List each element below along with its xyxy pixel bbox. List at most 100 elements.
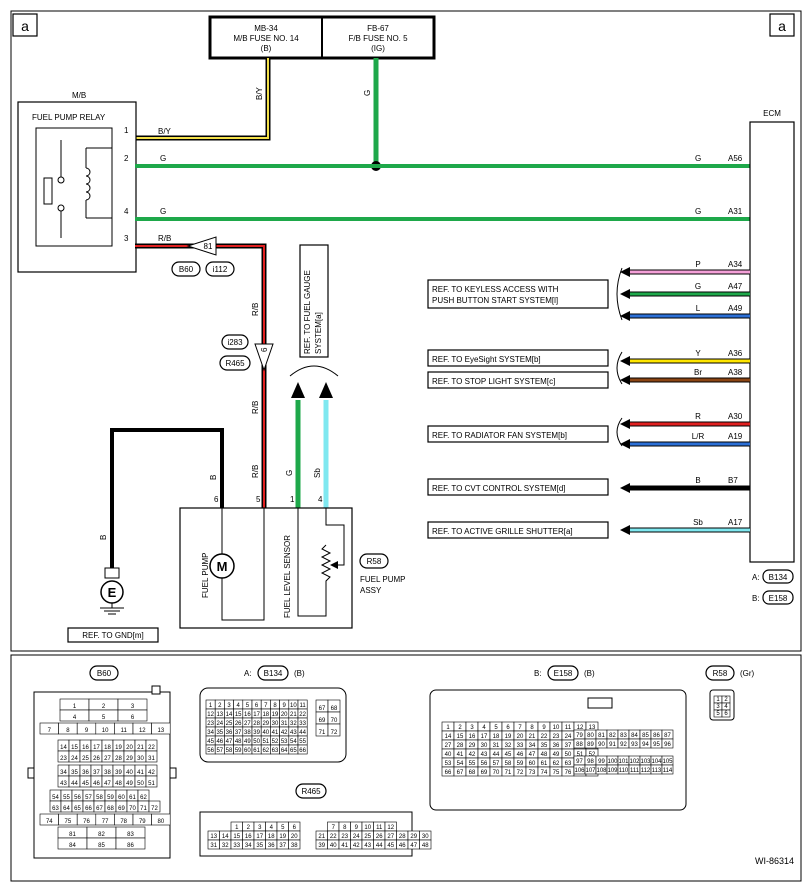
cell-number: 48 xyxy=(235,739,242,745)
cell-number: 4 xyxy=(237,703,241,709)
wire-by xyxy=(135,58,269,139)
ecm-line-pin: A19 xyxy=(728,432,743,441)
label-a31-color: G xyxy=(695,207,701,216)
connector-81-triangle xyxy=(186,236,217,256)
cell-number: 67 xyxy=(457,770,464,776)
cell-number: 3 xyxy=(716,704,720,710)
cell-number: 22 xyxy=(299,712,306,718)
cell-number: 56 xyxy=(481,761,488,767)
cell-number: 76 xyxy=(83,819,90,825)
cell-number: 24 xyxy=(71,756,78,762)
cell-number: 61 xyxy=(541,761,548,767)
cell xyxy=(145,750,158,763)
cell-number: 105 xyxy=(662,759,673,765)
pump-pin5: 5 xyxy=(256,495,261,504)
wire-rb-outline xyxy=(135,243,267,508)
cell-number: 50 xyxy=(137,781,144,787)
cell-number: 28 xyxy=(399,834,406,840)
fuel-level-sensor-label: FUEL LEVEL SENSOR xyxy=(283,535,292,618)
cell-number: 46 xyxy=(399,843,406,849)
cell-number: 7 xyxy=(264,703,268,709)
cell-number: 60 xyxy=(529,761,536,767)
cell-number: 106 xyxy=(574,768,585,774)
cell-number: 90 xyxy=(598,742,605,748)
connector-b60-tag xyxy=(89,665,119,681)
cell-number: 28 xyxy=(115,756,122,762)
motor-icon xyxy=(209,553,235,579)
cell-number: 75 xyxy=(553,770,560,776)
connector-r58-suffix: (Gr) xyxy=(740,669,755,678)
cell-number: 9 xyxy=(283,703,287,709)
fuel-gauge-arc xyxy=(289,365,339,377)
label-a31: A31 xyxy=(728,207,743,216)
cell-number: 81 xyxy=(69,832,76,838)
cell-number: 84 xyxy=(631,733,638,739)
label-pin1-by: B/Y xyxy=(158,127,172,136)
ecm-line-arrow xyxy=(620,311,630,321)
fuel-pump-label: FUEL PUMP xyxy=(201,553,210,599)
cell-number: 59 xyxy=(107,795,114,801)
connector-b60-tab-left xyxy=(27,767,35,779)
cell-number: 111 xyxy=(630,768,640,774)
connector-b134-prefix: A: xyxy=(244,669,252,678)
cell-number: 11 xyxy=(565,725,572,731)
cell-number: 8 xyxy=(343,825,347,831)
cell-number: 26 xyxy=(93,756,100,762)
cell-number: 13 xyxy=(158,728,165,734)
cell-number: 39 xyxy=(253,730,260,736)
ecm-ref-a-label: A: xyxy=(752,573,760,582)
cell-number: 27 xyxy=(104,756,111,762)
cell-number: 26 xyxy=(235,721,242,727)
ecm-line-arrow xyxy=(620,439,630,449)
cell xyxy=(288,839,301,850)
cell-number: 37 xyxy=(279,843,286,849)
cell-number: 38 xyxy=(244,730,251,736)
cell-number: 13 xyxy=(210,834,217,840)
cell-number: 51 xyxy=(148,781,155,787)
cell-number: 20 xyxy=(291,834,298,840)
ecm-line-pin: B7 xyxy=(728,476,738,485)
cell-number: 71 xyxy=(319,730,326,736)
cell-number: 44 xyxy=(493,752,500,758)
tag-r465 xyxy=(219,355,251,371)
cell-number: 42 xyxy=(281,730,288,736)
label-a56: A56 xyxy=(728,154,743,163)
cell-number: 60 xyxy=(118,795,125,801)
cell-number: 24 xyxy=(565,734,572,740)
diagram-id: WI-86314 xyxy=(755,856,794,866)
ecm-line-color: Br xyxy=(694,368,702,377)
cell-number: 33 xyxy=(517,743,524,749)
cell-number: 10 xyxy=(553,725,560,731)
cell-number: 38 xyxy=(291,843,298,849)
cell-number: 4 xyxy=(482,725,486,731)
fuel-gauge-ref-text-1: REF. TO FUEL GAUGE xyxy=(303,270,312,354)
cell-number: 47 xyxy=(226,739,233,745)
cell-number: 12 xyxy=(207,712,214,718)
cell-number: 35 xyxy=(216,730,223,736)
tag-b60-text: B60 xyxy=(179,265,194,274)
relay-switch-top xyxy=(57,176,65,184)
cell-number: 54 xyxy=(457,761,464,767)
cell-number: 4 xyxy=(724,704,728,710)
cell-number: 8 xyxy=(273,703,277,709)
cell-number: 42 xyxy=(469,752,476,758)
cell-number: 61 xyxy=(129,795,136,801)
motor-symbol: M xyxy=(217,559,228,574)
cell-number: 24 xyxy=(216,721,223,727)
label-sb-sensor: Sb xyxy=(313,468,322,478)
connector-6-triangle xyxy=(254,343,274,372)
wire-rb xyxy=(135,245,265,508)
tag-i112-text: i112 xyxy=(213,265,228,274)
cell-number: 39 xyxy=(115,770,122,776)
cell-number: 16 xyxy=(245,834,252,840)
cell-number: 13 xyxy=(216,712,223,718)
label-b-left: B xyxy=(99,535,108,540)
cell-number: 10 xyxy=(290,703,297,709)
